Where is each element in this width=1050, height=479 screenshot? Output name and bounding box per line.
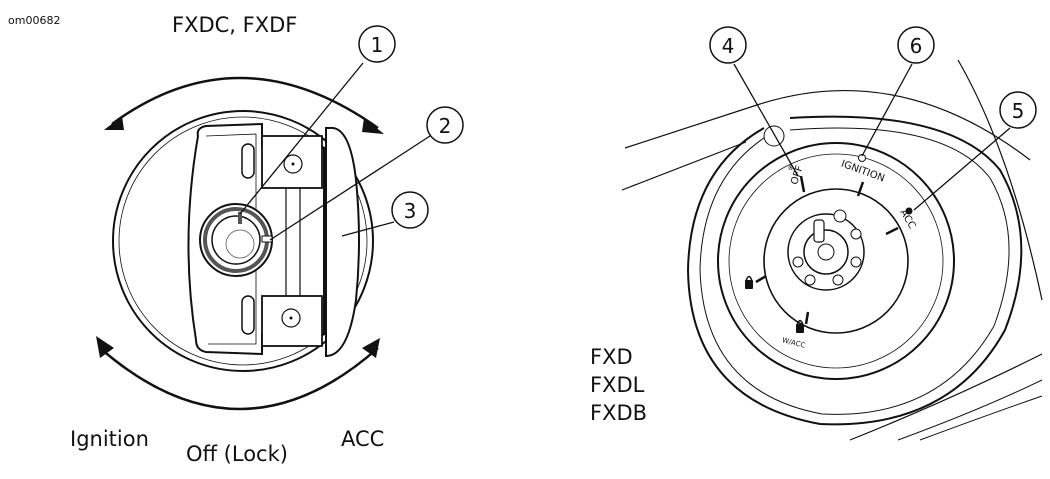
callout-3: 3	[391, 191, 429, 229]
acc-indicator	[905, 207, 913, 215]
padlock-icon-left	[745, 275, 753, 289]
switch-face-outer	[717, 142, 955, 380]
callout-1: 1	[358, 25, 396, 63]
padlock-icon-bottom	[796, 319, 804, 333]
svg-text:5: 5	[1012, 99, 1025, 123]
callout-6: 6	[897, 26, 935, 64]
top-arrowhead-left	[104, 116, 124, 130]
bottom-arrowhead-left	[96, 336, 114, 358]
svg-text:3: 3	[404, 199, 417, 223]
position-label-ignition: Ignition	[70, 427, 149, 451]
lower-slot	[241, 295, 255, 335]
bottom-arrowhead-right	[362, 338, 380, 358]
switch-text-wacc: W/ACC	[781, 336, 806, 350]
switch-housing-rim	[686, 115, 1023, 426]
svg-text:1: 1	[371, 33, 384, 57]
switch-cap	[325, 126, 360, 358]
top-arrowhead-right	[362, 118, 384, 134]
switch-outer-body	[112, 110, 374, 372]
lock-symbol-off: ⊗	[786, 164, 795, 172]
model-label-fxd: FXD	[590, 345, 633, 369]
upper-slot	[241, 143, 255, 179]
housing-screw	[763, 125, 785, 147]
model-label-fxdl: FXDL	[590, 373, 645, 397]
switch-inner-ring	[118, 116, 368, 366]
callout-5: 5	[999, 91, 1037, 129]
housing-outline-upper	[624, 90, 1031, 161]
position-label-off-lock: Off (Lock)	[186, 442, 288, 466]
top-rotation-arrow	[111, 76, 379, 130]
bottom-rotation-arrow	[99, 347, 379, 411]
model-label-fxdb: FXDB	[590, 401, 647, 425]
left-diagram-title: FXDC, FXDF	[172, 13, 297, 37]
svg-text:6: 6	[910, 34, 923, 58]
switch-face-inner	[763, 188, 909, 334]
ignition-indicator	[858, 154, 866, 162]
callout-4: 4	[709, 26, 747, 64]
key-slot-mark	[238, 212, 242, 224]
figure-code: om00682	[8, 14, 60, 27]
position-label-acc: ACC	[341, 427, 384, 451]
svg-text:4: 4	[722, 34, 735, 58]
switch-text-ignition: IGNITION	[839, 159, 886, 185]
callout-2: 2	[426, 106, 464, 144]
svg-text:2: 2	[439, 114, 452, 138]
